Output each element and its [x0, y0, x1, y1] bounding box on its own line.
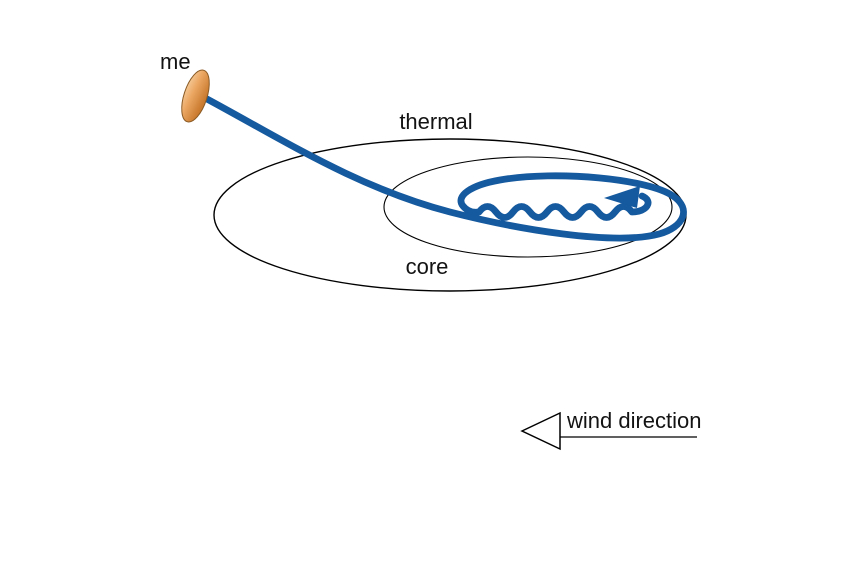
wind-direction-label: wind direction: [566, 408, 702, 433]
wind-arrow-icon: [520, 411, 561, 451]
core-ellipse: [383, 156, 673, 258]
flight-path: [203, 95, 687, 242]
thermal-label: thermal: [399, 109, 472, 134]
core-label: core: [406, 254, 449, 279]
me-label: me: [160, 49, 191, 74]
glider-marker-icon: [181, 69, 210, 123]
wind-indicator: wind direction: [520, 408, 702, 451]
flight-path-arrowhead-icon: [604, 186, 640, 208]
